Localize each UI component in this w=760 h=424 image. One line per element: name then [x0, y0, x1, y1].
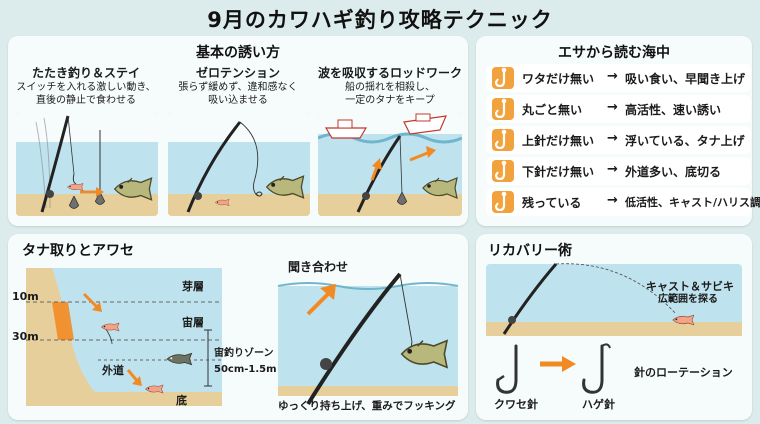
- recovery-diagram: [486, 263, 742, 394]
- tana-panel: タナ取りとアワセ 10m 30m 芽層 宙層 外道 底 宙釣りゾーン 5: [8, 234, 468, 420]
- hook-icon: [492, 67, 514, 89]
- esa-row-right: 低活性、キャスト/ハリス調整: [625, 196, 760, 209]
- basic-panel: 基本の誘い方 たたき釣り＆ステイ スイッチを入れる激しい動き、 直後の静止で食わ…: [8, 36, 468, 226]
- basic-title: 基本の誘い方: [196, 45, 280, 61]
- hook2-label: ハゲ針: [582, 398, 615, 411]
- esa-row: 上針だけ無い → 浮いている、タナ上げ: [486, 126, 751, 154]
- wave-desc2: 一定のタナをキープ: [345, 95, 435, 106]
- esa-row-left: ワタだけ無い: [522, 72, 595, 86]
- arrow-icon: →: [607, 100, 618, 115]
- esa-row: ワタだけ無い → 吸い食い、早聞き上げ: [486, 64, 751, 92]
- zero-desc2: 吸い込ませる: [208, 95, 268, 106]
- hook1-label: クワセ針: [494, 398, 538, 411]
- esa-row: 下針だけ無い → 外道多い、底切る: [486, 157, 751, 185]
- depth-30m: 30m: [12, 330, 39, 343]
- cast-label-2: 広範囲を探る: [658, 294, 718, 305]
- esa-row-right: 外道多い、底切る: [625, 165, 722, 179]
- hook-icon: [492, 129, 514, 151]
- arrow-icon: →: [607, 162, 618, 177]
- rotation-label: 針のローテーション: [634, 366, 733, 379]
- depth-10m: 10m: [12, 290, 39, 303]
- tataki-desc1: スイッチを入れる激しい動き、: [16, 82, 156, 93]
- esa-row: 残っている → 低活性、キャスト/ハリス調整: [486, 188, 760, 216]
- recovery-panel: リカバリー術 キャスト＆サビキ 広範囲を探る クワセ針 ハゲ針 針のローテーショ…: [476, 234, 752, 420]
- zone-label-2: 50cm-1.5m: [214, 364, 277, 375]
- arrow-icon: →: [607, 131, 618, 146]
- wave-title: 波を吸収するロッドワーク: [317, 66, 462, 80]
- tataki-scene: [16, 112, 158, 216]
- esa-panel: エサから読む海中 ワタだけ無い → 吸い食い、早聞き上げ 丸ごと無い → 高活性…: [476, 36, 760, 226]
- wave-desc1: 船の揺れを相殺し、: [345, 82, 435, 93]
- tana-diagram: [26, 268, 459, 406]
- zero-desc1: 張らず緩めず、違和感なく: [178, 82, 298, 93]
- arrow-icon: →: [607, 193, 618, 208]
- esa-row-right: 高活性、速い誘い: [625, 103, 722, 117]
- esa-row-left: 下針だけ無い: [522, 165, 595, 179]
- esa-title: エサから読む海中: [558, 45, 670, 61]
- esa-row-right: 浮いている、タナ上げ: [625, 134, 745, 148]
- hook-icon: [492, 160, 514, 182]
- hook-icon: [492, 191, 514, 213]
- esa-row: 丸ごと無い → 高活性、速い誘い: [486, 95, 751, 123]
- zero-title: ゼロテンション: [195, 66, 280, 80]
- esa-row-left: 残っている: [522, 196, 582, 210]
- wave-scene: [318, 112, 462, 216]
- hooking-caption: ゆっくり持ち上げ、重みでフッキング: [278, 400, 456, 412]
- kikiawase-label: 聞き合わせ: [288, 260, 349, 274]
- tataki-desc2: 直後の静止で食わせる: [36, 95, 136, 106]
- layer-top-label: 芽層: [182, 280, 204, 293]
- page-title: 9月のカワハギ釣り攻略テクニック: [207, 8, 553, 32]
- zero-scene: [168, 112, 310, 216]
- tana-title: タナ取りとアワセ: [22, 243, 134, 259]
- esa-row-left: 丸ごと無い: [522, 103, 583, 117]
- esa-row-left: 上針だけ無い: [522, 134, 595, 148]
- cast-label-1: キャスト＆サビキ: [646, 280, 734, 293]
- tataki-title: たたき釣り＆ステイ: [31, 66, 140, 80]
- recovery-title: リカバリー術: [488, 243, 572, 259]
- esa-row-right: 吸い食い、早聞き上げ: [625, 72, 746, 86]
- gedo-label: 外道: [102, 364, 124, 377]
- arrow-icon: →: [607, 69, 618, 84]
- layer-mid-label: 宙層: [182, 316, 204, 329]
- hook-icon: [492, 98, 514, 120]
- layer-bottom-label: 底: [176, 394, 187, 407]
- zone-label-1: 宙釣りゾーン: [214, 348, 274, 359]
